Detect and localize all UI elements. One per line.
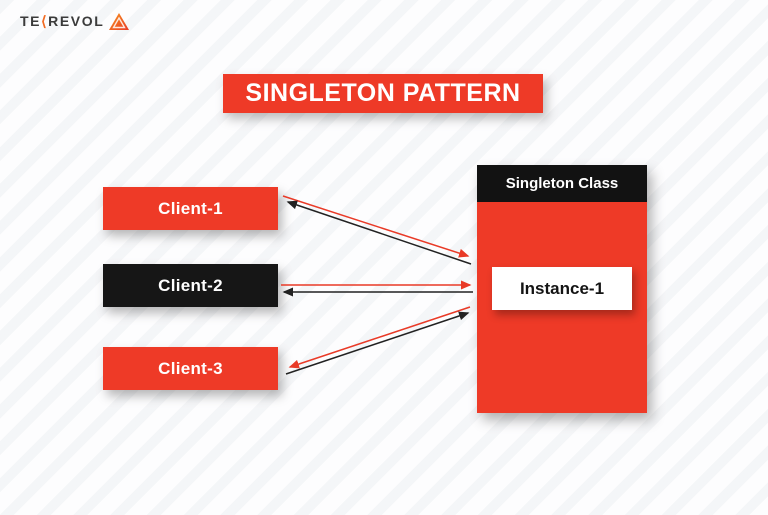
singleton-class-title: Singleton Class — [505, 175, 619, 192]
client-2-box: Client-2 — [103, 264, 278, 307]
client-3-box: Client-3 — [103, 347, 278, 390]
logo-text-prefix: TE — [20, 13, 42, 29]
arrow-client1-to-singleton — [282, 195, 470, 258]
client-2-label: Client-2 — [158, 275, 223, 295]
arrow-singleton-to-client1 — [286, 200, 472, 265]
brand-logo-text: TE⟨REVOL — [20, 13, 104, 30]
instance-box: Instance-1 — [492, 267, 632, 310]
client-1-label: Client-1 — [158, 198, 223, 218]
arrow-singleton-to-client3 — [288, 306, 471, 369]
arrow-client3-to-singleton — [285, 311, 470, 375]
client-3-label: Client-3 — [158, 358, 223, 378]
page-title: SINGLETON PATTERN — [245, 79, 521, 107]
instance-label: Instance-1 — [519, 278, 605, 298]
logo-k-glyph: ⟨ — [41, 13, 49, 29]
singleton-class-box: Singleton Class Instance-1 — [477, 165, 647, 413]
singleton-class-header: Singleton Class — [477, 165, 647, 202]
client-1-box: Client-1 — [103, 187, 278, 230]
logo-text-suffix: REVOL — [48, 13, 105, 29]
title-banner: SINGLETON PATTERN — [223, 74, 543, 113]
tekrevol-triangle-icon — [109, 13, 130, 30]
brand-logo: TE⟨REVOL — [20, 13, 130, 30]
